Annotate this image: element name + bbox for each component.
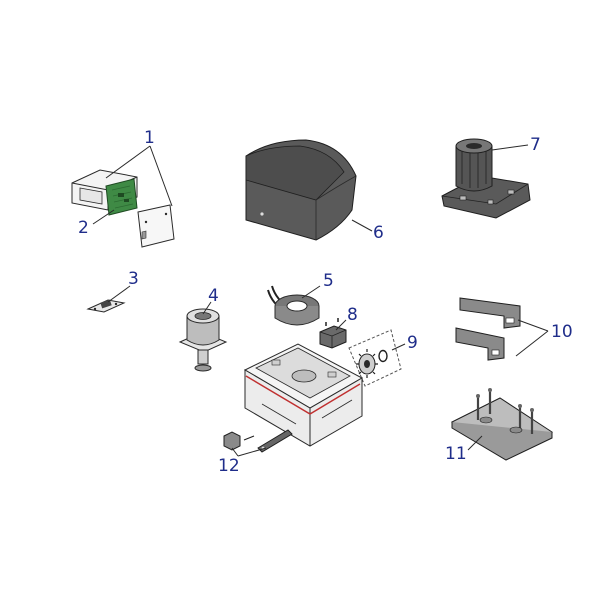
callout-8: 8: [347, 305, 358, 325]
part-4-gear-motor: [178, 308, 228, 372]
callout-10: 10: [551, 322, 573, 342]
callout-2: 2: [78, 218, 89, 238]
callout-5: 5: [323, 271, 334, 291]
part-6-main-cover: [245, 139, 357, 241]
leader-lines: [92, 144, 549, 457]
part-8-switch-block: [319, 318, 347, 349]
callout-7: 7: [530, 135, 541, 155]
callout-9: 9: [407, 333, 418, 353]
callout-3: 3: [128, 269, 139, 289]
callout-11: 11: [445, 444, 467, 464]
part-11-base-plate: [450, 388, 554, 461]
callout-12: 12: [218, 456, 240, 476]
callout-4: 4: [208, 286, 219, 306]
base-housing: [243, 343, 364, 447]
part-9-pinion: [348, 329, 402, 387]
part-12-release-key: [223, 429, 293, 453]
part-7-gear-housing: [441, 138, 531, 219]
part-2-circuit-board: [105, 178, 138, 216]
callout-1: 1: [144, 128, 155, 148]
callout-6: 6: [373, 223, 384, 243]
part-5-toroid: [267, 285, 320, 326]
part-10-brackets: [455, 297, 521, 361]
